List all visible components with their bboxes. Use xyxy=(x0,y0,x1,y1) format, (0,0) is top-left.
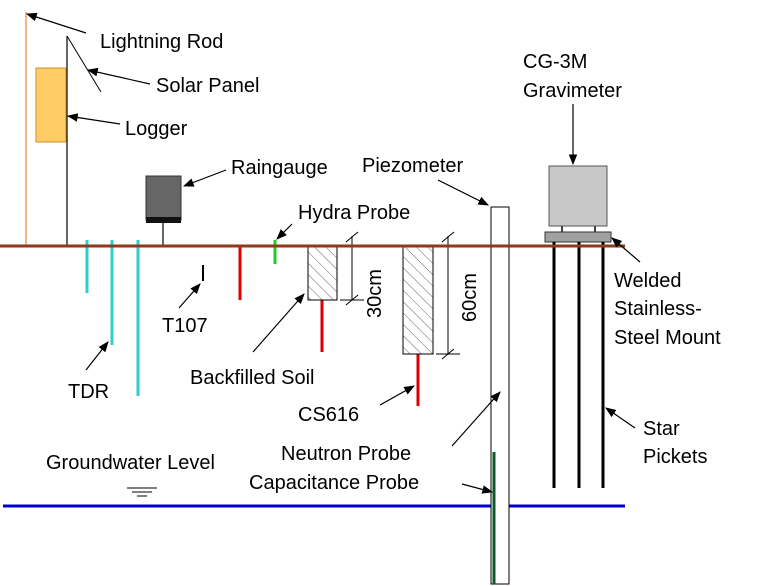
logger-box xyxy=(35,67,67,143)
label-tdr: TDR xyxy=(68,381,109,403)
arrow-star-pickets xyxy=(605,407,636,429)
steel-mount xyxy=(544,231,612,243)
arrow-welded-mount xyxy=(611,237,641,263)
label-cs616: CS616 xyxy=(298,404,359,426)
raingauge-body xyxy=(145,175,182,221)
backfill-30cm xyxy=(307,245,338,301)
arrow-raingauge xyxy=(182,169,227,187)
label-hydra-probe: Hydra Probe xyxy=(298,202,410,224)
label-star-line1: Star xyxy=(643,418,680,440)
backfill-60cm xyxy=(402,245,434,355)
label-solar-panel: Solar Panel xyxy=(156,75,259,97)
solar-panel-stroke xyxy=(66,35,102,93)
label-logger: Logger xyxy=(125,118,188,140)
label-capacitance-probe: Capacitance Probe xyxy=(249,472,419,494)
arrow-t107 xyxy=(178,283,201,309)
label-groundwater-level: Groundwater Level xyxy=(46,452,215,474)
water-level-symbol xyxy=(127,487,157,497)
arrow-hydra-probe xyxy=(276,223,293,240)
raingauge-base xyxy=(146,217,181,223)
label-backfilled-soil: Backfilled Soil xyxy=(190,367,315,389)
arrow-cs616 xyxy=(379,385,415,406)
label-depth-30: 30cm xyxy=(364,269,386,318)
label-star-line2: Pickets xyxy=(643,446,707,468)
label-mount-line3: Steel Mount xyxy=(614,327,721,349)
arrow-logger xyxy=(66,113,121,125)
arrow-lightning-rod xyxy=(25,12,87,34)
label-gravimeter-line2: Gravimeter xyxy=(523,80,622,102)
arrow-tdr xyxy=(85,341,109,371)
label-piezometer: Piezometer xyxy=(362,155,463,177)
arrow-solar-panel xyxy=(86,67,151,85)
dimension-60cm xyxy=(436,231,460,360)
arrow-neutron-probe xyxy=(451,391,501,447)
label-lightning-rod: Lightning Rod xyxy=(100,31,223,53)
arrow-backfilled-soil xyxy=(252,293,305,353)
gravimeter-body xyxy=(548,165,608,227)
label-mount-line1: Welded xyxy=(614,270,681,292)
arrow-capacitance-probe xyxy=(461,483,494,494)
label-t107: T107 xyxy=(162,315,208,337)
label-neutron-probe: Neutron Probe xyxy=(281,443,411,465)
label-depth-60: 60cm xyxy=(459,273,481,322)
dimension-30cm xyxy=(340,231,364,306)
label-mount-line2: Stainless- xyxy=(614,298,702,320)
arrow-piezometer xyxy=(437,179,489,206)
label-raingauge: Raingauge xyxy=(231,157,328,179)
label-gravimeter-line1: CG-3M xyxy=(523,51,587,73)
